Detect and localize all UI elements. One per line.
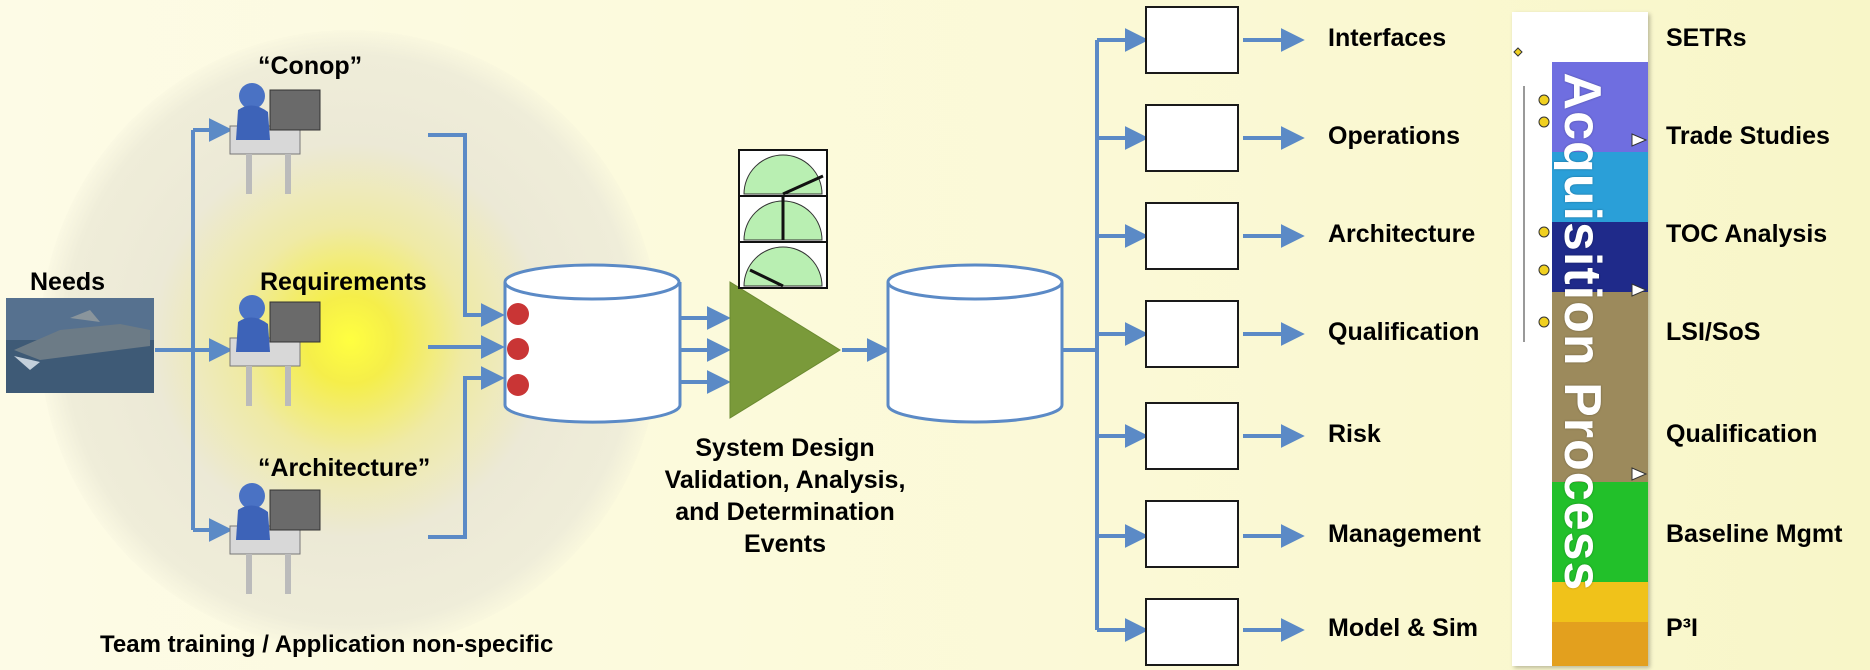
ship-photo: [6, 298, 154, 393]
caption-line: System Design: [695, 434, 875, 462]
review-lsi-sos-label: LSI/SoS: [1666, 318, 1761, 346]
role-architecture-label: “Architecture”: [258, 454, 431, 482]
output-architecture-label: Architecture: [1328, 220, 1476, 248]
review-p3i-label: P³I: [1666, 614, 1698, 642]
output-box: [1145, 104, 1239, 172]
segment-architecture: [1552, 222, 1648, 292]
process-triangle: [729, 281, 841, 419]
acquisition-strip-graphic: [1513, 47, 1648, 666]
baseline-label: System Definition Baseline: [931, 313, 1020, 396]
acquisition-process-chart: Acquisition Process: [1512, 12, 1648, 666]
caption-line: Events: [744, 530, 826, 558]
output-model-sim-label: Model & Sim: [1328, 614, 1479, 642]
design-events-caption: System Design Validation, Analysis, and …: [630, 432, 940, 560]
system-definition-cylinder: [503, 263, 682, 424]
gauge-stack-icon: [738, 149, 828, 289]
review-setrs-label: SETRs: [1666, 24, 1747, 52]
review-trade-studies-label: Trade Studies: [1666, 122, 1830, 150]
operator-at-computer-icon: [229, 295, 321, 406]
input-dot: [507, 303, 529, 325]
output-management-label: Management: [1328, 520, 1481, 548]
review-baseline-mgmt-label: Baseline Mgmt: [1666, 520, 1843, 548]
output-operations-label: Operations: [1328, 122, 1460, 150]
output-interfaces-label: Interfaces: [1328, 24, 1447, 52]
output-box: [1145, 500, 1239, 568]
system-definition-label: System Definition: [548, 332, 637, 383]
footer-note: Team training / Application non-specific: [100, 631, 554, 658]
review-qualification-label: Qualification: [1666, 420, 1818, 448]
output-risk-label: Risk: [1328, 420, 1381, 448]
acquisition-title: Acquisition Process: [1553, 72, 1611, 592]
segment-tech-dev: [1552, 152, 1648, 222]
output-box: [1145, 598, 1239, 666]
output-box: [1145, 6, 1239, 74]
output-qualification-label: Qualification: [1328, 318, 1480, 346]
segment-emd: [1552, 292, 1648, 482]
output-box: [1145, 300, 1239, 368]
role-conop-label: “Conop”: [258, 52, 363, 80]
baseline-cylinder: [886, 263, 1064, 424]
input-dot: [507, 374, 529, 396]
output-box: [1145, 402, 1239, 470]
segment-production: [1552, 482, 1648, 582]
arrow-arch-to-sysdef: [428, 366, 505, 539]
caption-line: and Determination: [675, 498, 895, 526]
output-box: [1145, 202, 1239, 270]
caption-line: Validation, Analysis,: [664, 466, 906, 494]
needs-label: Needs: [30, 268, 106, 296]
operator-at-computer-icon: [229, 83, 321, 194]
role-requirements-label: Requirements: [260, 268, 427, 296]
input-dot: [507, 338, 529, 360]
operator-at-computer-icon: [229, 483, 321, 594]
arrow-conop-to-sysdef: [428, 133, 505, 327]
review-toc-analysis-label: TOC Analysis: [1666, 220, 1828, 248]
